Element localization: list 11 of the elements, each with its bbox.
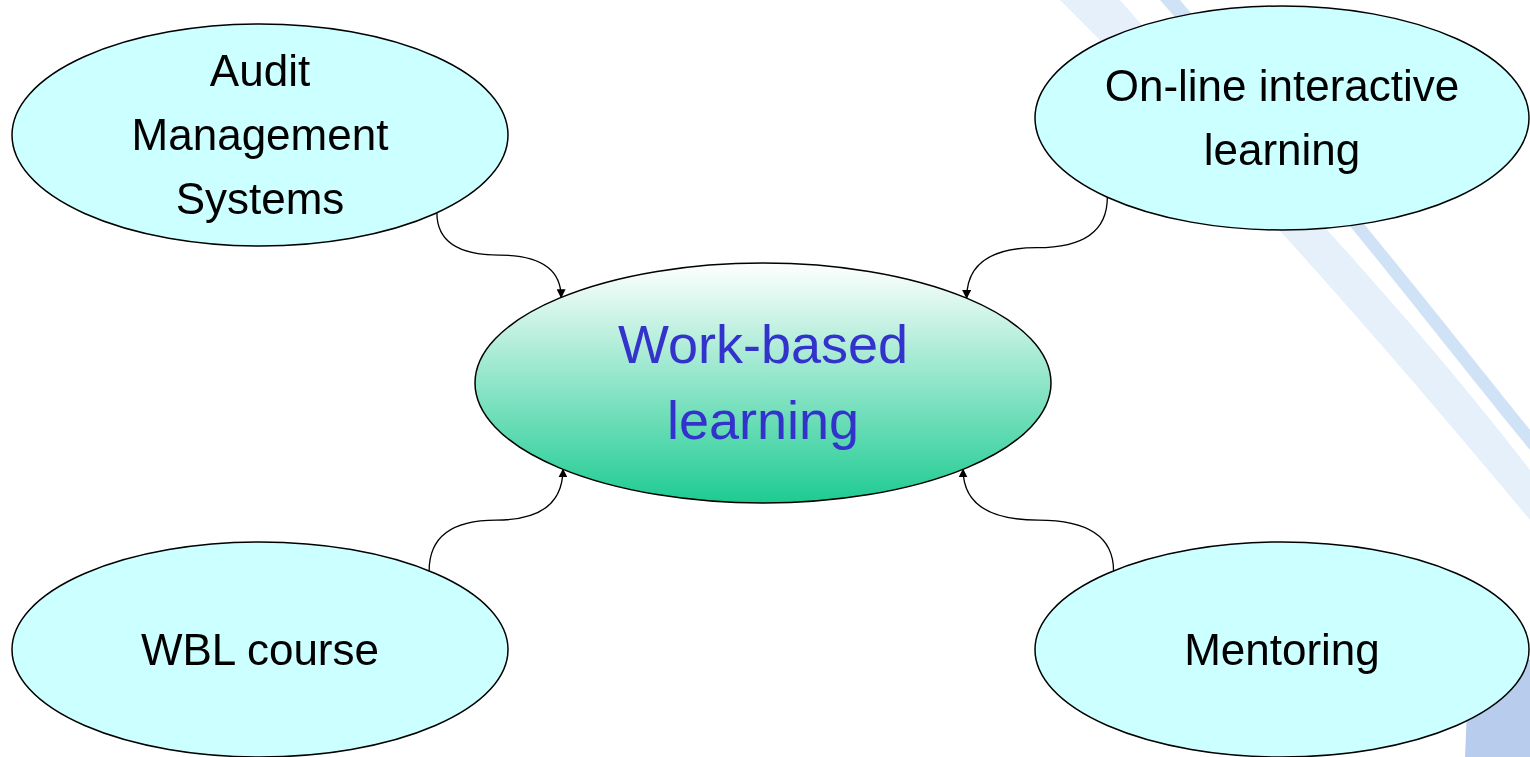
curved-arrow bbox=[959, 468, 1115, 572]
node-label: WBL course bbox=[140, 623, 380, 676]
curved-arrow bbox=[436, 212, 566, 299]
node-label: On-line interactive learning bbox=[1103, 60, 1461, 176]
node-label: Work-based learning bbox=[616, 313, 910, 452]
ellipse-node bbox=[1035, 6, 1529, 230]
node-label: Mentoring bbox=[1183, 623, 1381, 676]
ellipse-node bbox=[475, 263, 1051, 503]
curved-arrow bbox=[428, 468, 567, 572]
node-label: Audit Management Systems bbox=[130, 45, 390, 225]
ellipse-node bbox=[12, 24, 508, 246]
